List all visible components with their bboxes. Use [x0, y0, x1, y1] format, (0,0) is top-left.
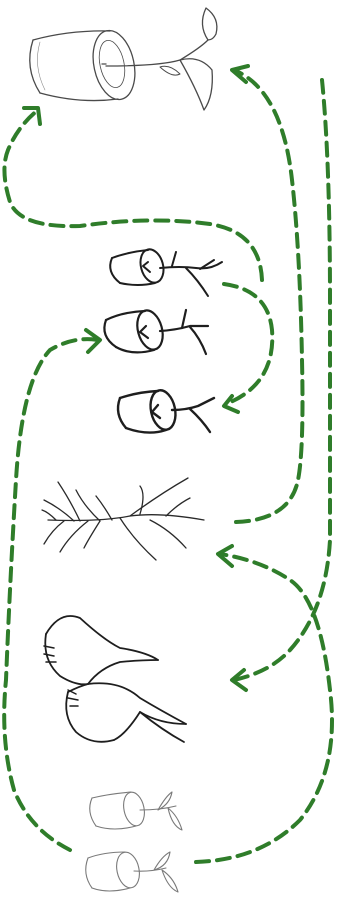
arrow-faintcup-to-midcup	[2, 328, 102, 852]
small-cup-with-branch-sketch	[103, 308, 210, 356]
cup-with-seedling-sketch	[29, 7, 218, 111]
dumbbell-outline-sketch	[43, 615, 187, 743]
arrow-twig-to-top-cup	[230, 64, 305, 524]
arrow-mid-cup-to-top-cup	[2, 106, 264, 282]
pair-of-faint-cups-sketch	[89, 791, 183, 831]
arrow-top-smallcup-to-lower-smallcup	[222, 282, 275, 414]
pair-of-faint-cups-sketch	[85, 851, 179, 893]
arrow-lower-faintcup-to-twig	[194, 544, 334, 864]
branching-twig-sketch	[41, 477, 205, 561]
small-cup-with-branch-sketch	[109, 248, 223, 297]
small-cup-with-branch-sketch	[116, 389, 216, 434]
arrow-right-down-to-dumbbell	[230, 78, 332, 692]
